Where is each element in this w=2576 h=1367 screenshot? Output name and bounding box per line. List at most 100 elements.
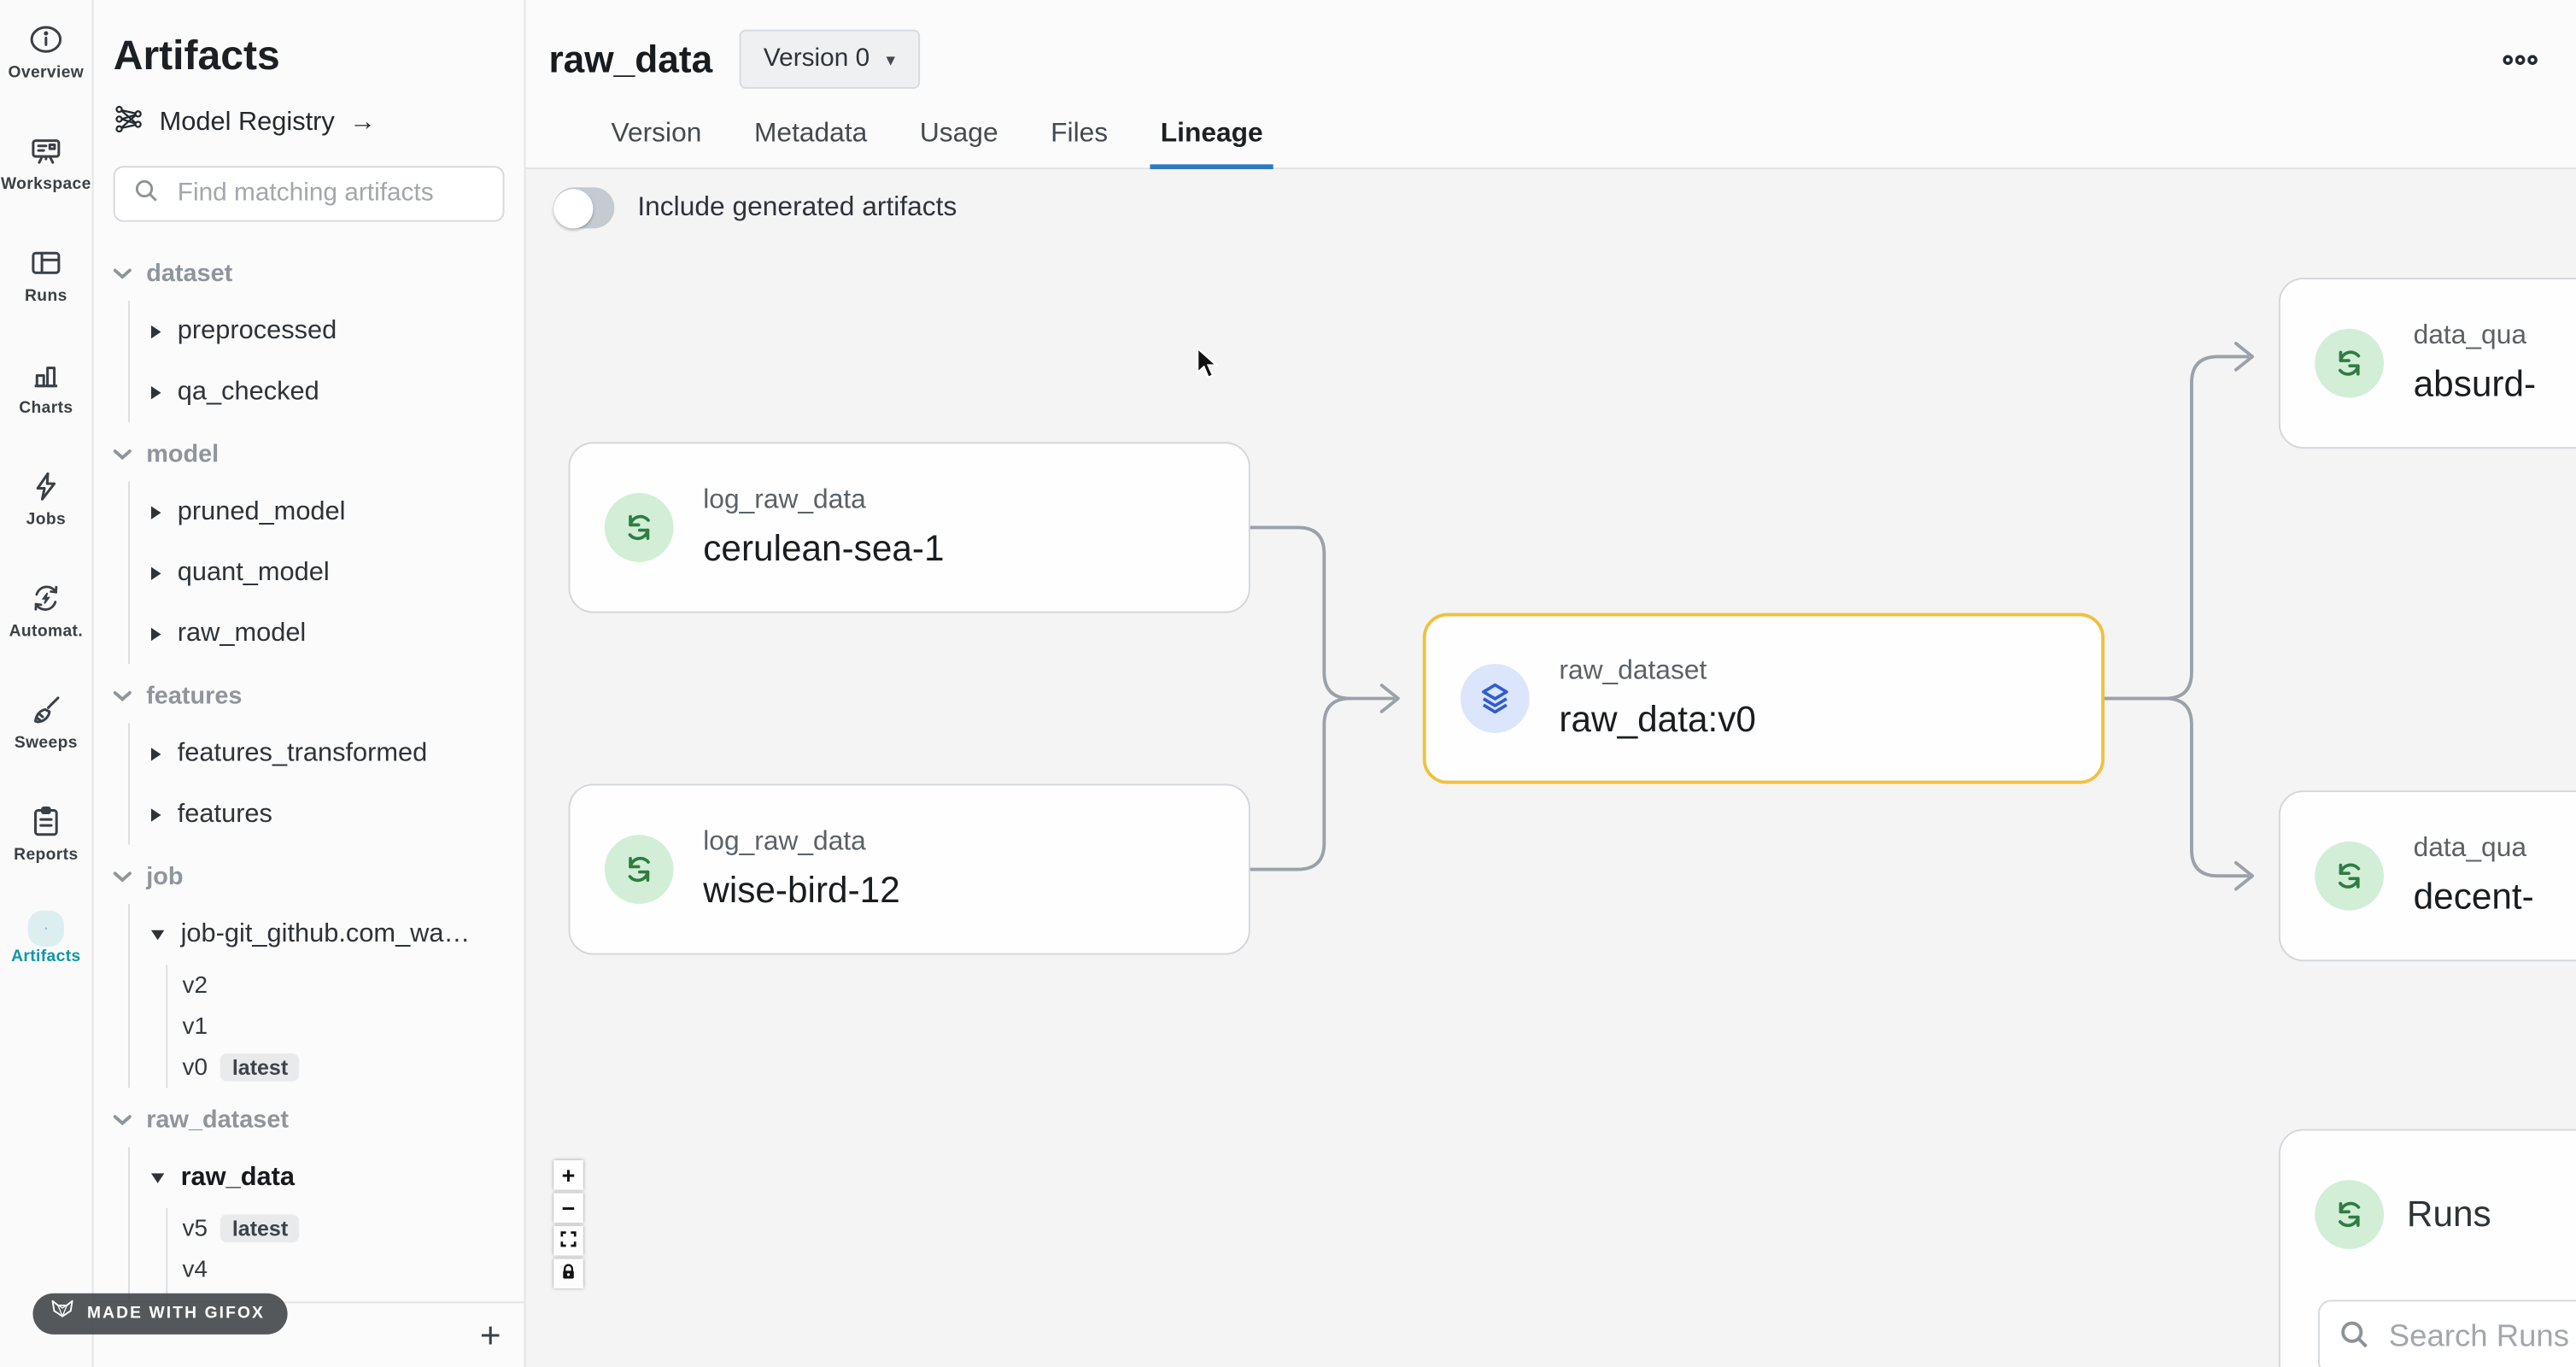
- sidebar-item-artifacts[interactable]: Artifacts: [11, 910, 81, 967]
- chevron-down-icon: [113, 689, 132, 701]
- version-selector[interactable]: Version 0 ▾: [739, 29, 920, 89]
- zoom-controls: +−: [553, 1159, 583, 1289]
- sidebar-item-automations[interactable]: Automat.: [9, 580, 83, 641]
- node-name-label: raw_data:v0: [1559, 698, 1756, 740]
- tab-bar: Version Metadata Usage Files Lineage: [525, 100, 2576, 170]
- include-generated-toggle[interactable]: [553, 187, 615, 229]
- panel-footer: +: [93, 1301, 524, 1367]
- nav-rail: Overview Workspace Runs Charts Jobs Auto…: [0, 0, 94, 1367]
- sidebar-item-jobs[interactable]: Jobs: [26, 468, 66, 529]
- toggle-row: Include generated artifacts: [553, 187, 957, 229]
- tree-section: features features_transformed features: [113, 667, 524, 845]
- sidebar-item-label: Runs: [25, 287, 67, 306]
- tab-version[interactable]: Version: [611, 118, 702, 149]
- zoom-in-button[interactable]: +: [553, 1159, 583, 1190]
- version-item-v2[interactable]: v2: [182, 971, 208, 999]
- triangle-down-icon: [150, 929, 165, 940]
- sidebar-item-runs[interactable]: Runs: [25, 245, 67, 306]
- run-icon: [2315, 1180, 2384, 1249]
- node-type-label: log_raw_data: [703, 826, 866, 857]
- tree-section-header-raw_dataset[interactable]: raw_dataset: [113, 1091, 524, 1147]
- artifact-tree: dataset preprocessed qa_checked model pr…: [94, 222, 524, 1302]
- lineage-node-wise-bird-12[interactable]: log_raw_data wise-bird-12: [568, 783, 1250, 955]
- tree-item-pruned_model[interactable]: pruned_model: [130, 482, 524, 543]
- sidebar-item-workspace[interactable]: Workspace: [1, 133, 91, 194]
- triangle-right-icon: [150, 747, 161, 760]
- sidebar-item-reports[interactable]: Reports: [14, 804, 78, 865]
- artifacts-icon: [27, 910, 65, 947]
- add-artifact-button[interactable]: +: [479, 1313, 501, 1355]
- tree-item-features[interactable]: features: [130, 784, 524, 845]
- lineage-node-absurd[interactable]: data_qua absurd-: [2278, 278, 2576, 449]
- run-icon: [604, 835, 674, 904]
- tree-section-header-dataset[interactable]: dataset: [113, 245, 524, 301]
- tab-usage[interactable]: Usage: [919, 118, 998, 149]
- tree-item-job-git_github.com_wa…[interactable]: job-git_github.com_wa…: [130, 904, 524, 965]
- sidebar-item-label: Sweeps: [14, 734, 78, 753]
- tree-item-quant_model[interactable]: quant_model: [130, 543, 524, 603]
- fit-view-button[interactable]: [553, 1225, 583, 1256]
- model-registry-link[interactable]: Model Registry →: [114, 103, 505, 143]
- tree-section-header-features[interactable]: features: [113, 667, 524, 723]
- node-type-label: data_qua: [2413, 833, 2527, 863]
- runs-search[interactable]: [2318, 1300, 2576, 1367]
- tree-section: dataset preprocessed qa_checked: [113, 245, 524, 423]
- version-list: v5latestv4v3v2: [166, 1207, 524, 1302]
- runs-search-input[interactable]: [2385, 1317, 2576, 1358]
- sidebar-item-sweeps[interactable]: Sweeps: [15, 692, 78, 753]
- version-selector-label: Version 0: [763, 44, 870, 73]
- tab-lineage[interactable]: Lineage: [1134, 100, 1290, 170]
- runs-group-header: Runs: [2315, 1180, 2576, 1249]
- chevron-down-icon: [113, 449, 132, 460]
- fit-view-icon: [559, 1228, 578, 1254]
- tree-item-raw_data[interactable]: raw_data: [130, 1147, 524, 1208]
- latest-badge: latest: [220, 1053, 300, 1082]
- lineage-canvas[interactable]: Include generated artifacts log_raw_data…: [525, 169, 2576, 1367]
- lineage-node-decent[interactable]: data_qua decent-: [2278, 790, 2576, 962]
- tree-item-features_transformed[interactable]: features_transformed: [130, 723, 524, 783]
- latest-badge: latest: [220, 1214, 300, 1243]
- lineage-edges: [1248, 342, 2255, 891]
- artifact-search-input[interactable]: [173, 177, 487, 211]
- sidebar-item-charts[interactable]: Charts: [19, 356, 73, 418]
- jobs-icon: [28, 468, 64, 504]
- runs-group-panel[interactable]: Runs: [2278, 1129, 2576, 1367]
- sidebar-item-overview[interactable]: Overview: [9, 21, 85, 82]
- triangle-down-icon: [150, 1172, 165, 1182]
- tree-item-raw_model[interactable]: raw_model: [130, 603, 524, 664]
- runs-group-title: Runs: [2406, 1193, 2491, 1235]
- version-item-v1[interactable]: v1: [182, 1012, 208, 1040]
- triangle-right-icon: [150, 385, 161, 399]
- tree-item-qa_checked[interactable]: qa_checked: [130, 361, 524, 422]
- triangle-right-icon: [150, 566, 161, 580]
- tree-section-header-model[interactable]: model: [113, 425, 524, 481]
- main-header: raw_data Version 0 ▾: [526, 0, 2576, 100]
- artifact-search[interactable]: [113, 166, 505, 222]
- made-with-gifox-badge: MADE WITH GIFOX: [32, 1293, 288, 1335]
- overflow-menu-button[interactable]: [2494, 40, 2547, 78]
- version-item-v4[interactable]: v4: [182, 1256, 208, 1283]
- lineage-node-cerulean-sea-1[interactable]: log_raw_data cerulean-sea-1: [568, 442, 1250, 613]
- node-type-label: raw_dataset: [1559, 655, 1707, 686]
- lineage-node-raw-data-v0[interactable]: raw_dataset raw_data:v0: [1422, 613, 2105, 784]
- automations-icon: [28, 580, 64, 616]
- sidebar-item-label: Artifacts: [11, 948, 81, 967]
- chevron-down-icon: [113, 267, 132, 279]
- node-name-label: cerulean-sea-1: [703, 527, 945, 569]
- tree-section-header-job[interactable]: job: [113, 848, 524, 904]
- ellipsis-icon: [2501, 47, 2540, 72]
- node-name-label: absurd-: [2413, 363, 2537, 405]
- zoom-out-button[interactable]: −: [553, 1193, 583, 1223]
- sweeps-icon: [28, 692, 64, 728]
- tree-item-preprocessed[interactable]: preprocessed: [130, 301, 524, 361]
- lock-button[interactable]: [553, 1258, 583, 1289]
- toggle-knob: [553, 188, 594, 228]
- arrow-right-icon: →: [349, 108, 376, 137]
- tab-files[interactable]: Files: [1051, 118, 1109, 149]
- tab-metadata[interactable]: Metadata: [753, 118, 868, 149]
